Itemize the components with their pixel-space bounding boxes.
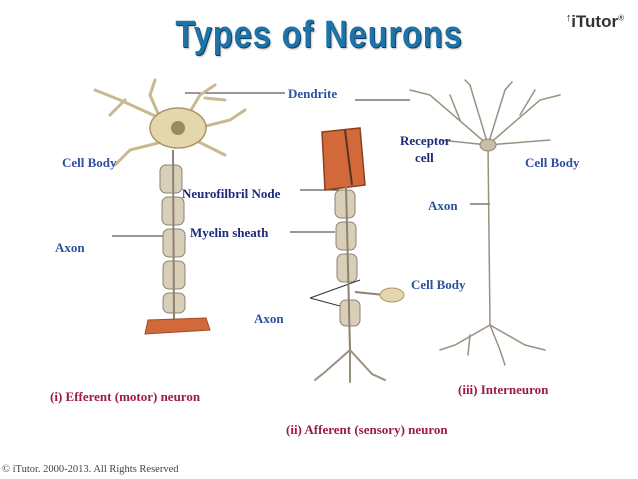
copyright-footer: © iTutor. 2000-2013. All Rights Reserved (2, 464, 179, 475)
caption-efferent: (i) Efferent (motor) neuron (50, 389, 201, 404)
label-dendrite: Dendrite (288, 86, 338, 101)
afferent-neuron (314, 127, 405, 383)
label-neurofibril-node: Neurofilbril Node (182, 186, 281, 201)
label-receptor-line1: Receptor (400, 133, 451, 148)
logo-text: iTutor (571, 12, 619, 31)
label-axon-left: Axon (55, 240, 85, 255)
page-title: Types of Neurons (175, 14, 463, 56)
label-cell-body-right: Cell Body (525, 155, 580, 170)
receptor-cell (321, 127, 366, 191)
efferent-neuron (93, 78, 247, 335)
label-receptor-line2: cell (415, 150, 434, 165)
logo-icon: ↑ (565, 12, 572, 24)
label-axon-center: Axon (254, 311, 284, 326)
caption-afferent: (ii) Afferent (sensory) neuron (286, 422, 448, 437)
itutor-logo: ↑iTutor® (566, 12, 624, 32)
label-cell-body-left: Cell Body (62, 155, 117, 170)
label-axon-right: Axon (428, 198, 458, 213)
logo-registered-mark: ® (618, 13, 624, 23)
label-myelin-sheath: Myelin sheath (190, 225, 269, 240)
caption-interneuron: (iii) Interneuron (458, 382, 549, 397)
label-cell-body-middle: Cell Body (411, 277, 466, 292)
interneuron (409, 79, 561, 366)
axon-leader-center-1 (309, 279, 361, 299)
